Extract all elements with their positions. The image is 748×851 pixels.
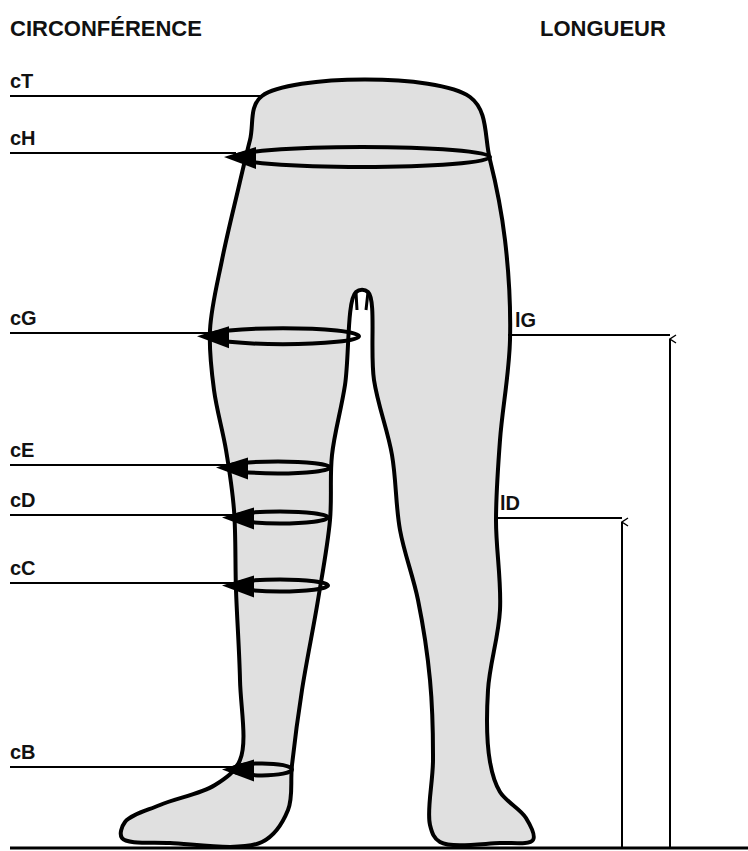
measure-arrowhead — [216, 457, 248, 479]
measure-arrowhead — [222, 759, 254, 781]
measure-arrowhead — [197, 326, 229, 348]
measure-code: cE — [10, 440, 34, 460]
measure-loop — [234, 147, 490, 167]
measure-leader — [10, 514, 232, 516]
measure-loop — [207, 328, 359, 344]
measure-arrowhead — [224, 147, 256, 169]
measure-arrowhead — [222, 575, 254, 597]
measure-leader — [10, 464, 228, 466]
measure-code: cC — [10, 558, 36, 578]
legs-outline — [121, 80, 534, 847]
length-arrow — [669, 339, 671, 848]
measure-arrowhead — [222, 507, 254, 529]
measure-code: lG — [515, 310, 536, 330]
length-arrow — [621, 522, 623, 848]
length-leader — [497, 517, 622, 519]
measure-code: cH — [10, 128, 36, 148]
measure-code: cG — [10, 308, 37, 328]
measure-leader — [10, 152, 236, 154]
measure-code: cB — [10, 742, 36, 762]
measure-code: cT — [10, 71, 33, 91]
measure-code: lD — [500, 493, 520, 513]
length-leader — [508, 334, 670, 336]
floor-line — [10, 847, 748, 850]
column-heading: LONGUEUR — [540, 18, 666, 40]
column-heading: CIRCONFÉRENCE — [10, 18, 202, 40]
measure-code: cD — [10, 490, 36, 510]
measure-leader — [10, 582, 236, 584]
measure-leader — [10, 332, 208, 334]
measure-leader — [10, 766, 236, 768]
crotch-seam — [356, 292, 368, 310]
measure-leader — [10, 95, 262, 97]
